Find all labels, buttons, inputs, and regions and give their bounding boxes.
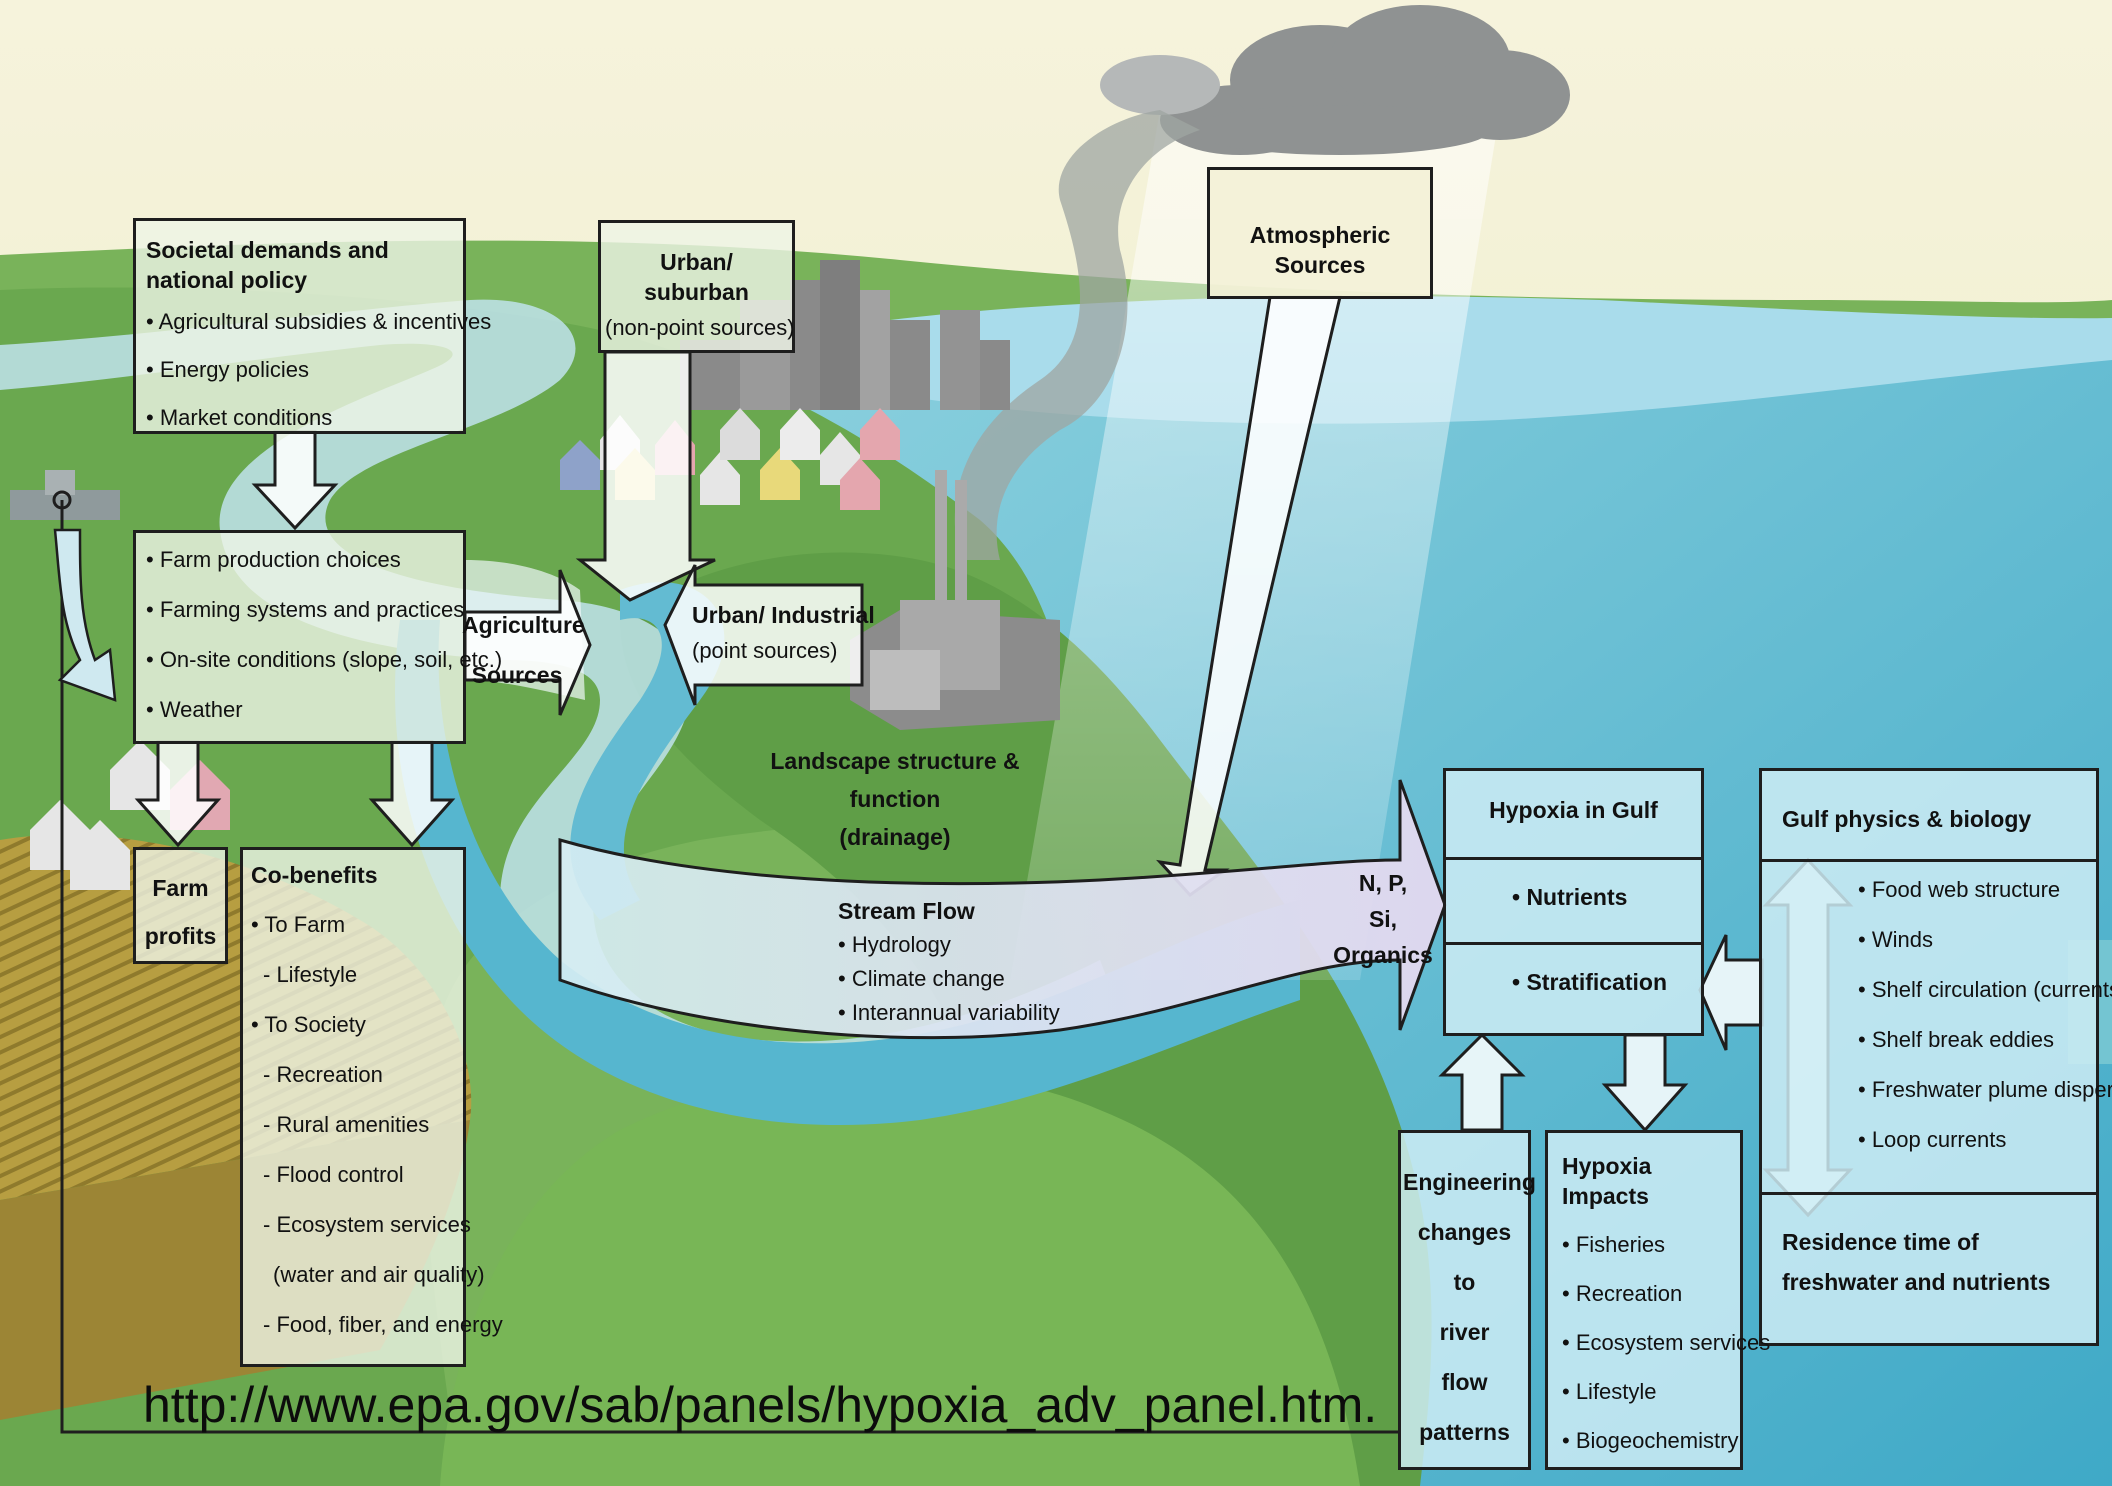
cobenefit-item: • To Farm [251, 912, 346, 937]
societal-demands-box: Societal demands and national policy • A… [133, 218, 492, 434]
hypoxia-gulf-title: Hypoxia in Gulf [1489, 797, 1658, 823]
hypoxia-impact-item: • Lifestyle [1562, 1379, 1657, 1404]
hypoxia-gulf-box: Hypoxia in Gulf • Nutrients • Stratifica… [1443, 768, 1704, 1036]
cobenefits-title: Co-benefits [251, 862, 378, 888]
dam-outflow-arrow [53, 528, 117, 702]
agriculture-sources-label: Agriculture Sources [462, 600, 585, 700]
farm-choice-item: • Weather [146, 697, 243, 722]
arrow-hypoxia-to-impacts [1601, 1033, 1689, 1133]
landscape-label: Landscape structure & function (drainage… [740, 742, 1050, 856]
farm-houses [30, 740, 230, 890]
southern-shore [440, 1070, 1360, 1486]
gulf-physics-item: • Loop currents [1858, 1127, 2007, 1152]
nutrients-line2: Si, Organics [1333, 906, 1433, 968]
hypoxia-nutrients: • Nutrients [1512, 884, 1628, 910]
arrows [134, 295, 1854, 1218]
nutrients-label: N, P, Si, Organics [1318, 865, 1448, 973]
societal-title: Societal demands and national policy [146, 237, 389, 293]
cobenefit-item: - Food, fiber, and energy [263, 1312, 503, 1337]
hypoxia-stratification: • Stratification [1512, 969, 1668, 995]
residence-line1: Residence time of [1782, 1229, 1979, 1255]
landscape-line1: Landscape structure & function [770, 748, 1020, 812]
stream-flow-title: Stream Flow [838, 898, 975, 924]
hypoxia-impact-item: • Fisheries [1562, 1232, 1666, 1257]
farm-choice-item: • On-site conditions (slope, soil, etc.) [146, 647, 503, 672]
agriculture-sources-line1: Agriculture [462, 612, 585, 638]
gulf-physics-item: • Food web structure [1858, 877, 2061, 902]
gulf-physics-item: • Shelf circulation (currents) [1858, 977, 2112, 1002]
societal-item: • Agricultural subsidies & incentives [146, 309, 492, 334]
gulf-physics-item: • Winds [1858, 927, 1933, 952]
hypoxia-impacts-box: Hypoxia Impacts • Fisheries • Recreation… [1545, 1130, 1771, 1470]
cobenefits-box: Co-benefits • To Farm - Lifestyle • To S… [240, 847, 503, 1367]
gulf-physics-item: • Freshwater plume dispersal [1858, 1077, 2112, 1102]
hypoxia-impact-item: • Biogeochemistry [1562, 1428, 1739, 1453]
stream-flow-item: • Hydrology [838, 932, 951, 957]
farm-choice-item: • Farming systems and practices [146, 597, 465, 622]
hypoxia-impacts-title: Hypoxia Impacts [1562, 1153, 1652, 1209]
cobenefit-item: • To Society [251, 1012, 366, 1037]
urban-suburban-title: Urban/ suburban [644, 249, 749, 305]
farm-choices-box: • Farm production choices • Farming syst… [133, 530, 503, 744]
residence-line2: freshwater and nutrients [1782, 1269, 2051, 1295]
cobenefit-item: (water and air quality) [273, 1262, 485, 1287]
stream-flow-item: • Interannual variability [838, 1000, 1060, 1025]
farm-profits-line1: Farm [152, 875, 209, 901]
urban-industrial-title: Urban/ Industrial [692, 602, 875, 628]
stream-flow-item: • Climate change [838, 966, 1005, 991]
arrow-to-profits [134, 740, 222, 848]
feedback-loop-end [52, 490, 72, 510]
arrow-nutrient-flow [558, 779, 1447, 1040]
engineering-line: patterns [1419, 1419, 1510, 1445]
gulf-physics-title: Gulf physics & biology [1782, 806, 2032, 832]
urban-industrial-label: Urban/ Industrial (point sources) [692, 600, 875, 666]
cobenefit-item: - Rural amenities [263, 1112, 430, 1137]
arrow-urban-nonpoint [575, 350, 716, 602]
dam-structure [10, 470, 120, 520]
arrow-urban-point [663, 564, 864, 706]
smoke-plume [954, 110, 1200, 560]
societal-item: • Energy policies [146, 357, 310, 382]
atmospheric-sources-box: Atmospheric Sources [1207, 167, 1433, 299]
cloud [1100, 5, 1570, 155]
gulf-physics-box: Gulf physics & biology • Food web struct… [1759, 768, 2112, 1346]
farm-choice-item: • Farm production choices [146, 547, 401, 572]
arrow-to-cobenefits [368, 740, 456, 848]
engineering-box: Engineering changes to river flow patter… [1398, 1130, 1536, 1470]
arrow-agriculture-sources [463, 569, 592, 716]
urban-suburban-box: Urban/ suburban (non-point sources) [598, 220, 795, 353]
arrow-physics-to-hypoxia [1698, 934, 1764, 1051]
cobenefit-item: - Recreation [263, 1062, 383, 1087]
engineering-line: to [1453, 1269, 1476, 1295]
landscape-line2: (drainage) [839, 824, 951, 850]
gulf-physics-item: • Shelf break eddies [1858, 1027, 2055, 1052]
agriculture-sources-line2: Sources [471, 662, 563, 688]
cobenefit-item: - Ecosystem services [263, 1212, 471, 1237]
urban-suburban-sub: (non-point sources) [605, 315, 795, 340]
cobenefit-item: - Flood control [263, 1162, 404, 1187]
stream-flow-label: Stream Flow • Hydrology • Climate change… [838, 896, 1060, 1032]
farm-profits-line2: profits [144, 923, 217, 949]
engineering-line: river [1439, 1319, 1490, 1345]
source-url[interactable]: http://www.epa.gov/sab/panels/hypoxia_ad… [143, 1377, 1378, 1433]
cobenefit-item: - Lifestyle [263, 962, 358, 987]
feedback-loop-line [60, 500, 1400, 1434]
farm-profits-box: Farm profits [133, 847, 228, 964]
societal-item: • Market conditions [146, 405, 333, 430]
nutrients-line1: N, P, [1358, 870, 1408, 896]
hypoxia-impact-item: • Recreation [1562, 1281, 1683, 1306]
arrow-policy-to-farm [251, 430, 339, 531]
atmospheric-title: Atmospheric Sources [1249, 222, 1391, 278]
arrow-engineering-up [1438, 1032, 1526, 1132]
hypoxia-impact-item: • Ecosystem services [1562, 1330, 1771, 1355]
factory [850, 470, 1060, 730]
urban-industrial-sub: (point sources) [692, 638, 838, 663]
engineering-line: Engineering [1403, 1169, 1536, 1195]
engineering-line: flow [1441, 1369, 1488, 1395]
engineering-line: changes [1417, 1219, 1512, 1245]
